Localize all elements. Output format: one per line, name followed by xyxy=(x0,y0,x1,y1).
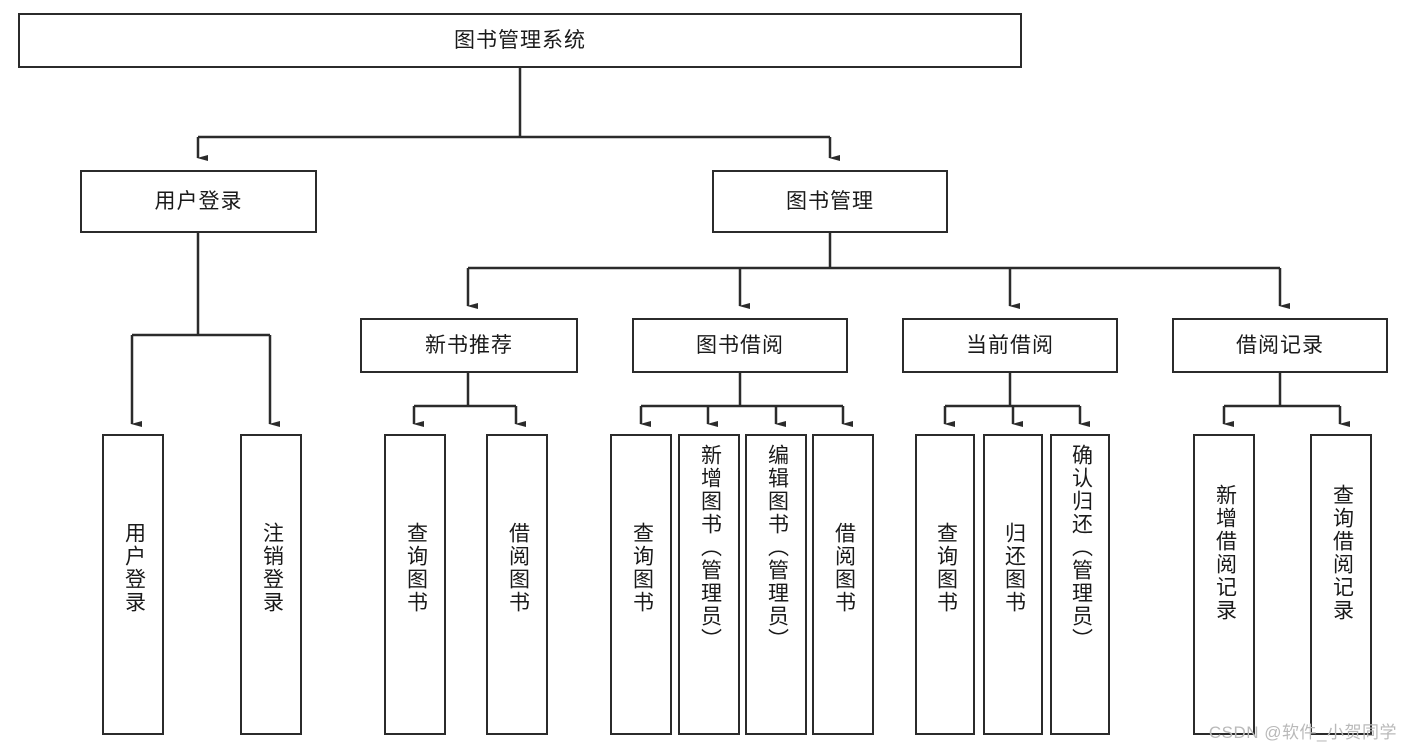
node-user-login[interactable]: 用户登录 xyxy=(80,170,317,233)
node-leaf-edit-book-admin[interactable]: 编辑图书（管理员） xyxy=(745,434,807,735)
node-label: 归还图书 xyxy=(1002,522,1026,614)
node-new-book-recommend[interactable]: 新书推荐 xyxy=(360,318,578,373)
node-leaf-borrow-book[interactable]: 借阅图书 xyxy=(812,434,874,735)
node-label: 编辑图书（管理员） xyxy=(765,444,789,651)
node-label: 查询图书 xyxy=(404,522,428,614)
node-label: 借阅记录 xyxy=(1236,333,1324,357)
node-book-borrow[interactable]: 图书借阅 xyxy=(632,318,848,373)
node-root-book-management-system[interactable]: 图书管理系统 xyxy=(18,13,1022,68)
node-label: 图书管理系统 xyxy=(454,28,586,52)
node-borrow-records[interactable]: 借阅记录 xyxy=(1172,318,1388,373)
node-leaf-confirm-return-admin[interactable]: 确认归还（管理员） xyxy=(1050,434,1110,735)
node-label: 确认归还（管理员） xyxy=(1069,444,1093,651)
node-label: 借阅图书 xyxy=(832,522,856,614)
node-label: 借阅图书 xyxy=(506,522,530,614)
node-current-borrow[interactable]: 当前借阅 xyxy=(902,318,1118,373)
node-leaf-query-book-current[interactable]: 查询图书 xyxy=(915,434,975,735)
node-label: 查询图书 xyxy=(630,522,654,614)
node-label: 注销登录 xyxy=(260,522,284,614)
node-label: 图书管理 xyxy=(786,189,874,213)
node-leaf-query-book-recommend[interactable]: 查询图书 xyxy=(384,434,446,735)
node-label: 图书借阅 xyxy=(696,333,784,357)
node-label: 当前借阅 xyxy=(966,333,1054,357)
node-leaf-add-borrow-record[interactable]: 新增借阅记录 xyxy=(1193,434,1255,735)
node-label: 新书推荐 xyxy=(425,333,513,357)
node-leaf-user-login[interactable]: 用户登录 xyxy=(102,434,164,735)
node-label: 用户登录 xyxy=(154,189,243,213)
node-leaf-borrow-book-recommend[interactable]: 借阅图书 xyxy=(486,434,548,735)
node-leaf-query-book-borrow[interactable]: 查询图书 xyxy=(610,434,672,735)
node-label: 查询借阅记录 xyxy=(1330,484,1354,622)
node-label: 新增借阅记录 xyxy=(1213,484,1237,622)
node-leaf-add-book-admin[interactable]: 新增图书（管理员） xyxy=(678,434,740,735)
node-leaf-query-borrow-record[interactable]: 查询借阅记录 xyxy=(1310,434,1372,735)
node-leaf-logout[interactable]: 注销登录 xyxy=(240,434,302,735)
node-label: 用户登录 xyxy=(122,522,146,614)
node-label: 新增图书（管理员） xyxy=(698,444,722,651)
watermark-text: CSDN @软件_小贺同学 xyxy=(1208,723,1397,742)
node-leaf-return-book[interactable]: 归还图书 xyxy=(983,434,1043,735)
node-book-management[interactable]: 图书管理 xyxy=(712,170,948,233)
node-label: 查询图书 xyxy=(934,522,958,614)
